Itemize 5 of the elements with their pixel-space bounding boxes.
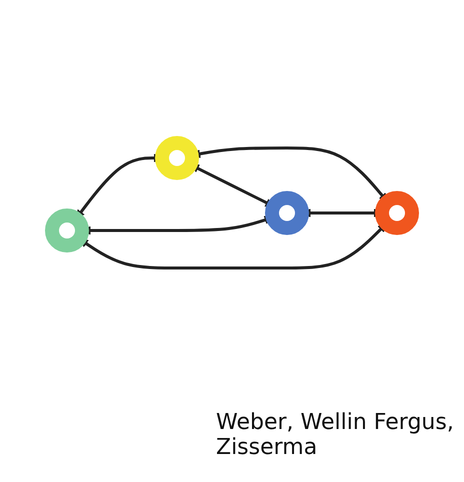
node-circle (265, 190, 309, 234)
node-circle (155, 136, 199, 180)
citation-text: Weber, Wellin Fergus, Zisserma (216, 410, 455, 460)
node-circle (375, 190, 419, 234)
node-circle (45, 208, 89, 252)
